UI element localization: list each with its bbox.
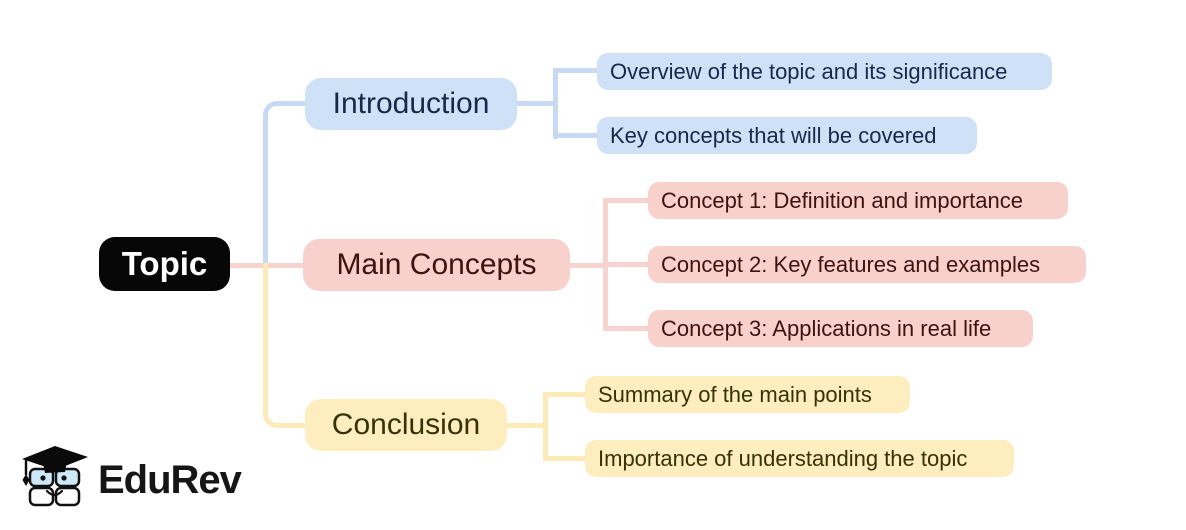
node-conclusion: Conclusion: [305, 399, 507, 451]
node-introduction-child-overview: Overview of the topic and its significan…: [597, 53, 1052, 90]
node-topic: Topic: [99, 237, 230, 291]
connector-main-concepts-child-3: [603, 326, 650, 331]
connector-main-concepts-child-1: [603, 198, 650, 203]
node-concept-1: Concept 1: Definition and importance: [648, 182, 1068, 219]
node-concept-2: Concept 2: Key features and examples: [648, 246, 1086, 283]
connector-conclusion-child-2: [543, 456, 587, 461]
node-introduction-child-key-concepts: Key concepts that will be covered: [597, 117, 977, 154]
connector-root-to-conclusion: [263, 263, 307, 428]
connector-main-concepts-stem: [568, 263, 608, 268]
node-main-concepts: Main Concepts: [303, 239, 570, 291]
connector-conclusion-rail: [543, 392, 548, 461]
node-introduction: Introduction: [305, 78, 517, 130]
connector-introduction-child-1: [553, 68, 599, 73]
connector-main-concepts-child-2: [603, 262, 650, 267]
node-conclusion-child-summary: Summary of the main points: [585, 376, 910, 413]
graduation-cap-mascot-icon: [22, 446, 88, 507]
node-concept-3: Concept 3: Applications in real life: [648, 310, 1033, 347]
connector-introduction-stem: [515, 101, 557, 106]
edurev-logo: EduRev: [16, 440, 246, 520]
connector-root-to-introduction: [263, 101, 307, 268]
connector-introduction-rail: [553, 68, 558, 139]
connector-introduction-child-2: [553, 133, 599, 138]
edurev-logo-text: EduRev: [98, 457, 242, 502]
connector-conclusion-child-1: [543, 392, 587, 397]
node-conclusion-child-importance: Importance of understanding the topic: [585, 440, 1014, 477]
connector-conclusion-stem: [505, 423, 547, 428]
